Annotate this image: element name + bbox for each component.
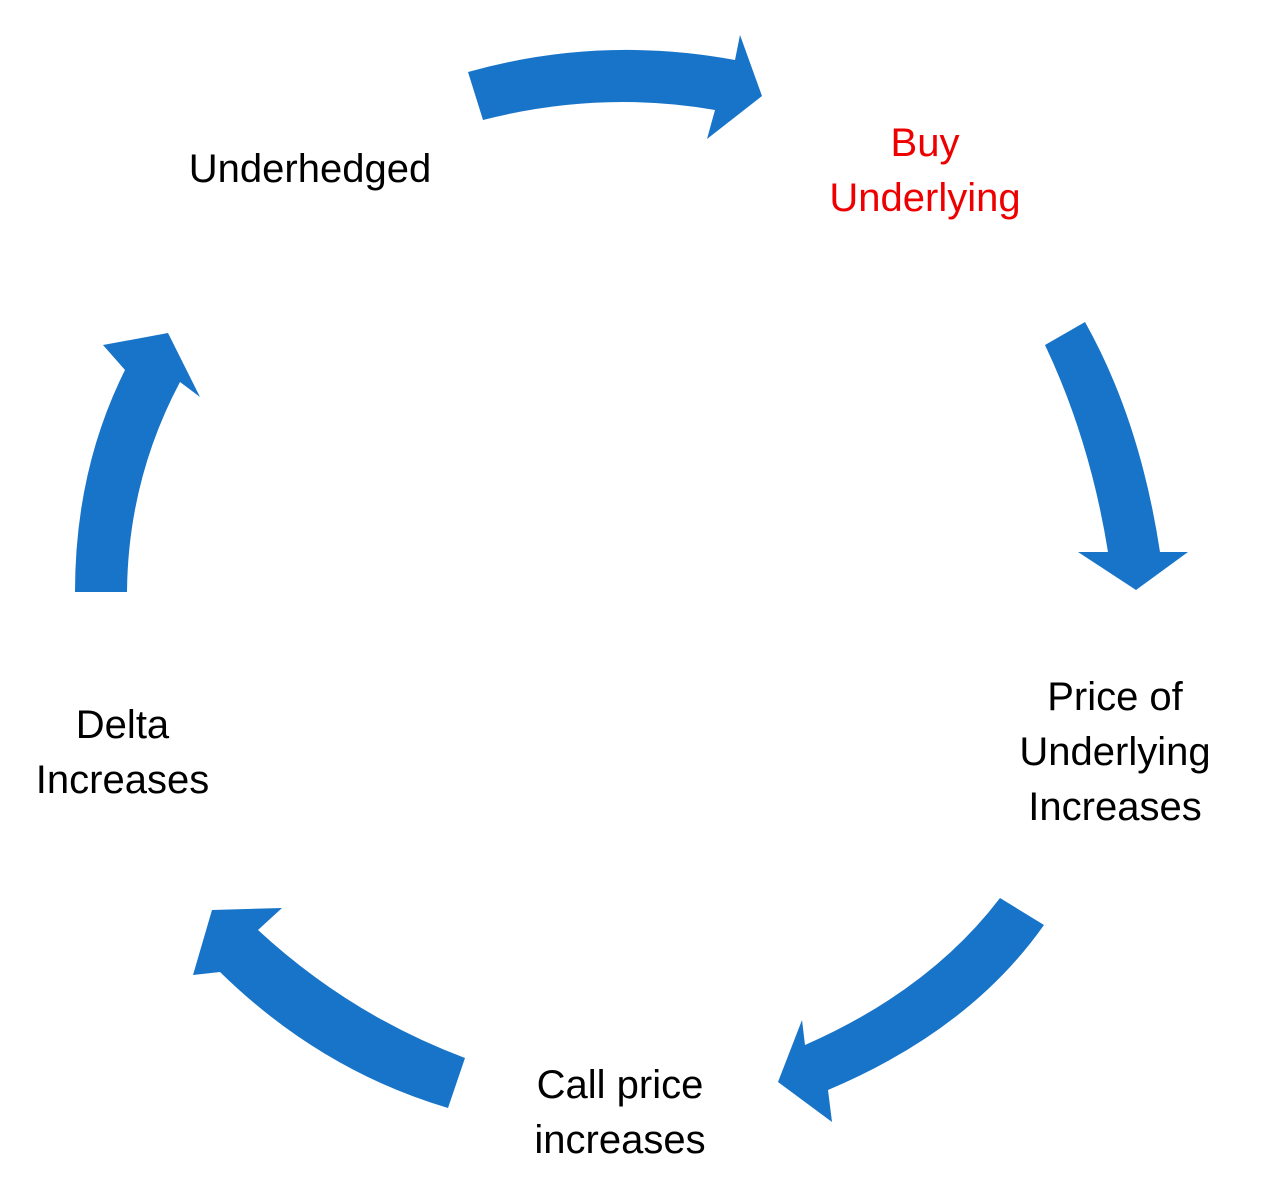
node-underhedged-line-1: Underhedged: [188, 147, 432, 191]
node-call-line-2: increases: [534, 1118, 706, 1162]
node-delta-line-2: Increases: [35, 758, 210, 802]
node-price-line-3: Increases: [1028, 785, 1202, 829]
node-delta-line-1: Delta: [75, 703, 170, 747]
node-underhedged: Underhedged: [160, 142, 460, 197]
arrow-buy-to-price: [1045, 322, 1188, 590]
node-price-line-1: Price of: [1047, 675, 1183, 719]
arrow-delta-to-underhedged: [75, 333, 200, 592]
arrow-underhedged-to-buy: [468, 35, 762, 139]
arrow-call-to-delta: [193, 908, 465, 1108]
node-price-line-2: Underlying: [1019, 730, 1211, 774]
arrow-price-to-call: [778, 898, 1044, 1122]
node-buy-underlying-line-1: Buy: [890, 121, 960, 165]
node-buy-underlying: Buy Underlying: [790, 116, 1060, 226]
node-delta-increases: Delta Increases: [10, 698, 235, 808]
node-call-line-1: Call price: [536, 1063, 704, 1107]
node-price-of-underlying-increases: Price of Underlying Increases: [985, 670, 1245, 835]
node-call-price-increases: Call price increases: [480, 1058, 760, 1168]
node-buy-underlying-line-2: Underlying: [829, 176, 1021, 220]
